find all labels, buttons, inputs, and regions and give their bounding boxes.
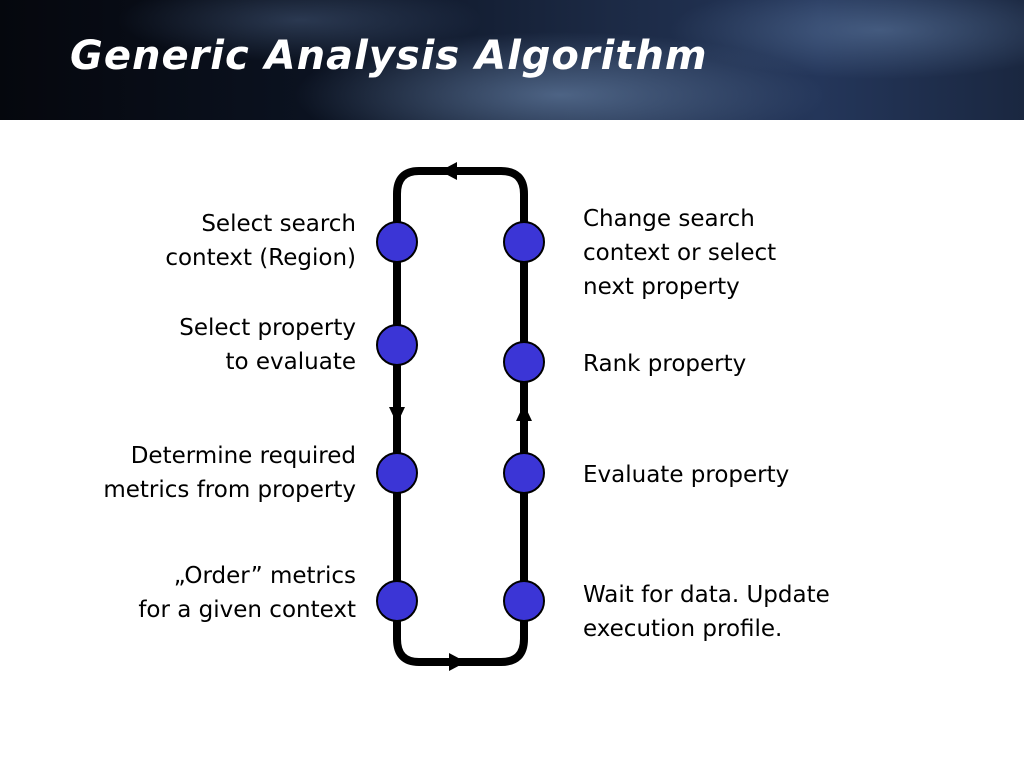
arrow-top-left: [440, 162, 457, 180]
right-node: [503, 580, 545, 622]
arrow-bottom-right: [449, 653, 466, 671]
left-nodes: [376, 221, 418, 622]
title-banner: Generic Analysis Algorithm: [0, 0, 1024, 120]
right-node: [503, 341, 545, 383]
loop-path: [393, 167, 528, 666]
step-label-select-property: Select property to evaluate: [179, 315, 356, 375]
step-label-evaluate-property: Evaluate property: [583, 462, 790, 488]
step-label-change-search-context: Change search context or select next pro…: [583, 206, 777, 300]
step-label-determine-metrics: Determine required metrics from property: [103, 443, 356, 503]
arrow-down-left: [389, 407, 405, 424]
left-node: [376, 324, 418, 366]
right-nodes: [503, 221, 545, 622]
step-label-select-search-context: Select search context (Region): [165, 211, 356, 271]
right-node: [503, 452, 545, 494]
slide-title: Generic Analysis Algorithm: [70, 33, 708, 79]
arrow-up-right: [516, 404, 532, 421]
step-label-rank-property: Rank property: [583, 351, 747, 377]
step-label-order-metrics: „Order” metrics for a given context: [138, 563, 356, 623]
right-node: [503, 221, 545, 263]
step-label-wait-for-data: Wait for data. Update execution profile.: [583, 582, 830, 642]
left-node: [376, 452, 418, 494]
left-node: [376, 580, 418, 622]
left-node: [376, 221, 418, 263]
